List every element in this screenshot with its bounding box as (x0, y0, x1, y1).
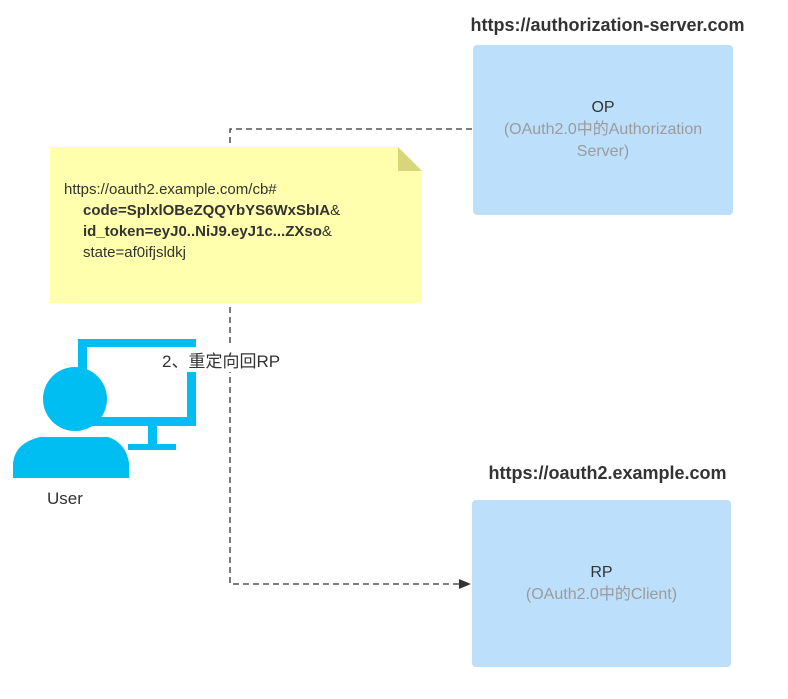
op-server-name: OP (591, 99, 615, 116)
note-fold (398, 147, 422, 171)
note-url: https://oauth2.example.com/cb# (64, 181, 277, 198)
note-code-param: code=SplxlOBeZQQYbYS6WxSbIA (83, 202, 331, 219)
note-id-token-param: id_token=eyJ0..NiJ9.eyJ1c...ZXso (83, 223, 322, 240)
note-id-token-line: id_token=eyJ0..NiJ9.eyJ1c...ZXso& (64, 221, 340, 242)
note-id-token-amp: & (321, 223, 332, 240)
note-state-line: state=af0ifjsldkj (64, 242, 340, 263)
note-code-amp: & (330, 202, 341, 219)
arrow-head (459, 579, 471, 589)
redirect-step-label: 2、重定向回RP (160, 347, 283, 372)
redirect-url-note: https://oauth2.example.com/cb# code=Splx… (50, 147, 422, 303)
op-server-description: (OAuth2.0中的Authorization Server) (503, 121, 703, 160)
rp-server-box: RP (OAuth2.0中的Client) (472, 500, 731, 667)
note-shape (50, 147, 422, 303)
rp-server-url: https://oauth2.example.com (488, 463, 727, 483)
user-label: User (47, 489, 83, 508)
note-code-line: code=SplxlOBeZQQYbYS6WxSbIA& (64, 200, 340, 221)
note-text: https://oauth2.example.com/cb# code=Splx… (64, 179, 340, 263)
note-state-param: state=af0ifjsldkj (83, 244, 186, 261)
rp-server-name: RP (590, 563, 613, 581)
op-server-box: OP (OAuth2.0中的Authorization Server) (473, 45, 733, 215)
op-server-url: https://authorization-server.com (470, 15, 745, 35)
redirect-path (229, 128, 472, 585)
rp-server-description: (OAuth2.0中的Client) (525, 585, 678, 603)
